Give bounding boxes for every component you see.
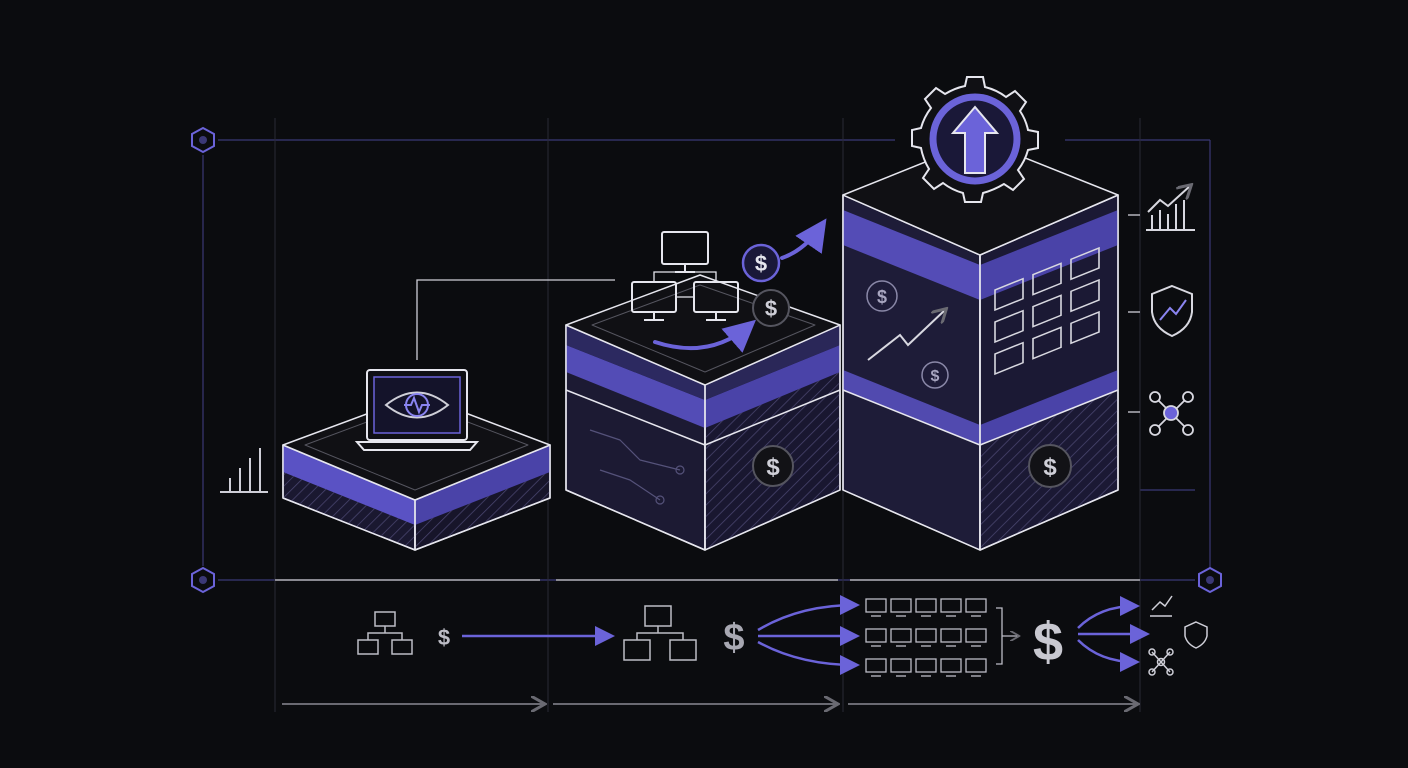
dollar-sign: $ bbox=[1043, 454, 1057, 481]
mini-monitor-icon bbox=[940, 598, 962, 613]
growth-arrow-icon bbox=[867, 310, 945, 361]
mini-monitor-icon bbox=[965, 598, 987, 613]
flow-stage-3-output: $ bbox=[996, 595, 1208, 676]
mini-monitor-icon bbox=[890, 628, 912, 643]
shield-icon bbox=[1184, 621, 1208, 649]
dollar-coin-icon: $ $ bbox=[741, 243, 790, 327]
dollar-sign: $ bbox=[877, 287, 887, 307]
network-nodes-icon bbox=[1149, 391, 1194, 436]
network-computers-icon bbox=[623, 605, 697, 661]
timeline-arrows bbox=[275, 579, 1140, 704]
flow-arrows-split bbox=[757, 595, 860, 675]
mini-monitor-icon bbox=[940, 658, 962, 673]
dollar-sign: $ bbox=[723, 617, 744, 659]
mini-monitor-icon bbox=[915, 598, 937, 613]
mini-monitor-icon bbox=[890, 598, 912, 613]
flow-arrows-split bbox=[1077, 596, 1150, 672]
hexagon-node-icon bbox=[191, 126, 1222, 594]
tick-lines bbox=[1128, 214, 1140, 413]
flow-stage-3 bbox=[865, 598, 987, 677]
mini-monitor-icon bbox=[965, 628, 987, 643]
shield-icon bbox=[1151, 284, 1193, 338]
dollar-coin-icon: $ $ $ bbox=[866, 280, 1072, 488]
flow-stage-2: $ bbox=[623, 595, 860, 675]
mini-monitor-icon bbox=[865, 628, 887, 643]
network-computers-icon bbox=[357, 611, 413, 655]
flow-stage-1: $ bbox=[357, 611, 615, 655]
dollar-sign: $ bbox=[765, 296, 777, 321]
monitoring-eye-icon bbox=[384, 391, 450, 419]
mini-monitor-icon bbox=[915, 658, 937, 673]
dollar-sign: $ bbox=[1033, 612, 1063, 672]
mini-monitor-icon bbox=[915, 628, 937, 643]
mini-monitor-icon bbox=[865, 658, 887, 673]
growth-arrow-icon bbox=[653, 218, 827, 353]
dollar-sign: $ bbox=[931, 368, 940, 385]
network-nodes-icon bbox=[1148, 648, 1174, 676]
dollar-sign: $ bbox=[755, 251, 767, 276]
mini-monitor-icon bbox=[890, 658, 912, 673]
monitor-grid-icon bbox=[994, 246, 1100, 376]
mini-monitor-icon bbox=[965, 658, 987, 673]
dollar-sign: $ bbox=[766, 454, 780, 481]
rising-chart-icon bbox=[1146, 186, 1195, 231]
network-computers-icon bbox=[631, 231, 739, 321]
dollar-sign: $ bbox=[438, 625, 450, 650]
mini-monitor-icon bbox=[865, 598, 887, 613]
bar-chart-icon bbox=[220, 448, 268, 493]
rising-chart-icon bbox=[1150, 595, 1173, 617]
block-large bbox=[842, 139, 1119, 551]
dollar-coin-icon: $ bbox=[752, 445, 794, 487]
connector-line bbox=[416, 279, 615, 360]
mini-monitor-icon bbox=[940, 628, 962, 643]
block-medium bbox=[565, 274, 841, 551]
laptop-icon bbox=[354, 369, 480, 451]
gear-upgrade-icon bbox=[911, 76, 1039, 203]
